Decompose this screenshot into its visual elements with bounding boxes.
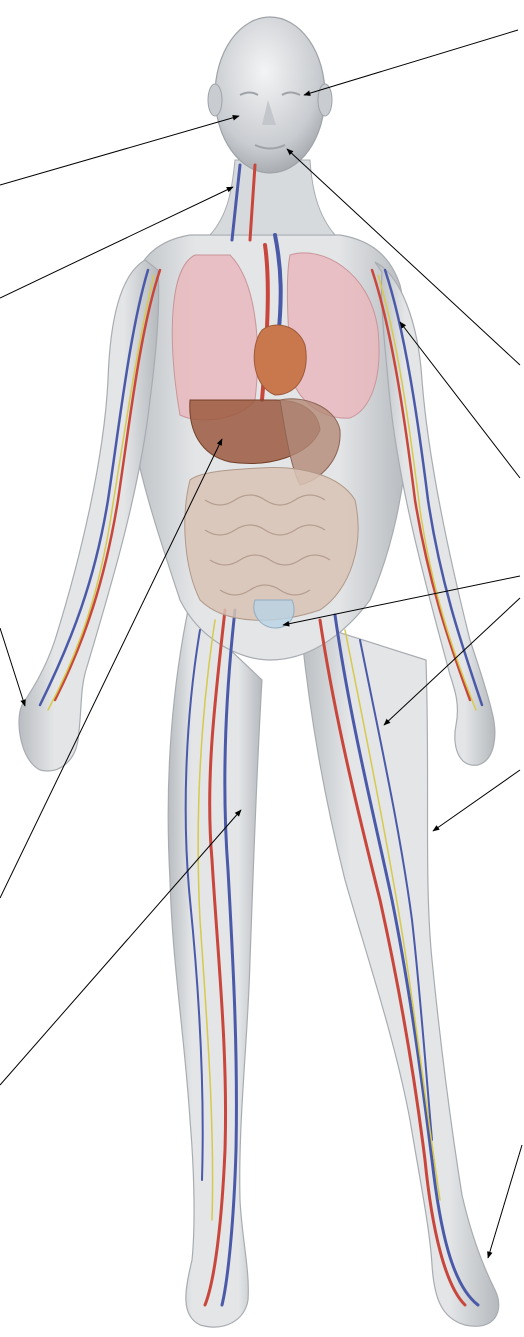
leader-line-foot-right — [488, 1145, 522, 1258]
heart — [254, 325, 306, 395]
left-lung — [172, 255, 257, 420]
leader-line-eye-left — [0, 116, 239, 185]
left-ear — [208, 84, 222, 116]
left-arm — [19, 260, 159, 771]
intestines — [185, 467, 358, 620]
leader-line-hand-left — [0, 628, 25, 706]
leader-line-head-right — [304, 30, 518, 95]
leader-line-leg-right — [433, 770, 520, 831]
head — [215, 17, 325, 173]
